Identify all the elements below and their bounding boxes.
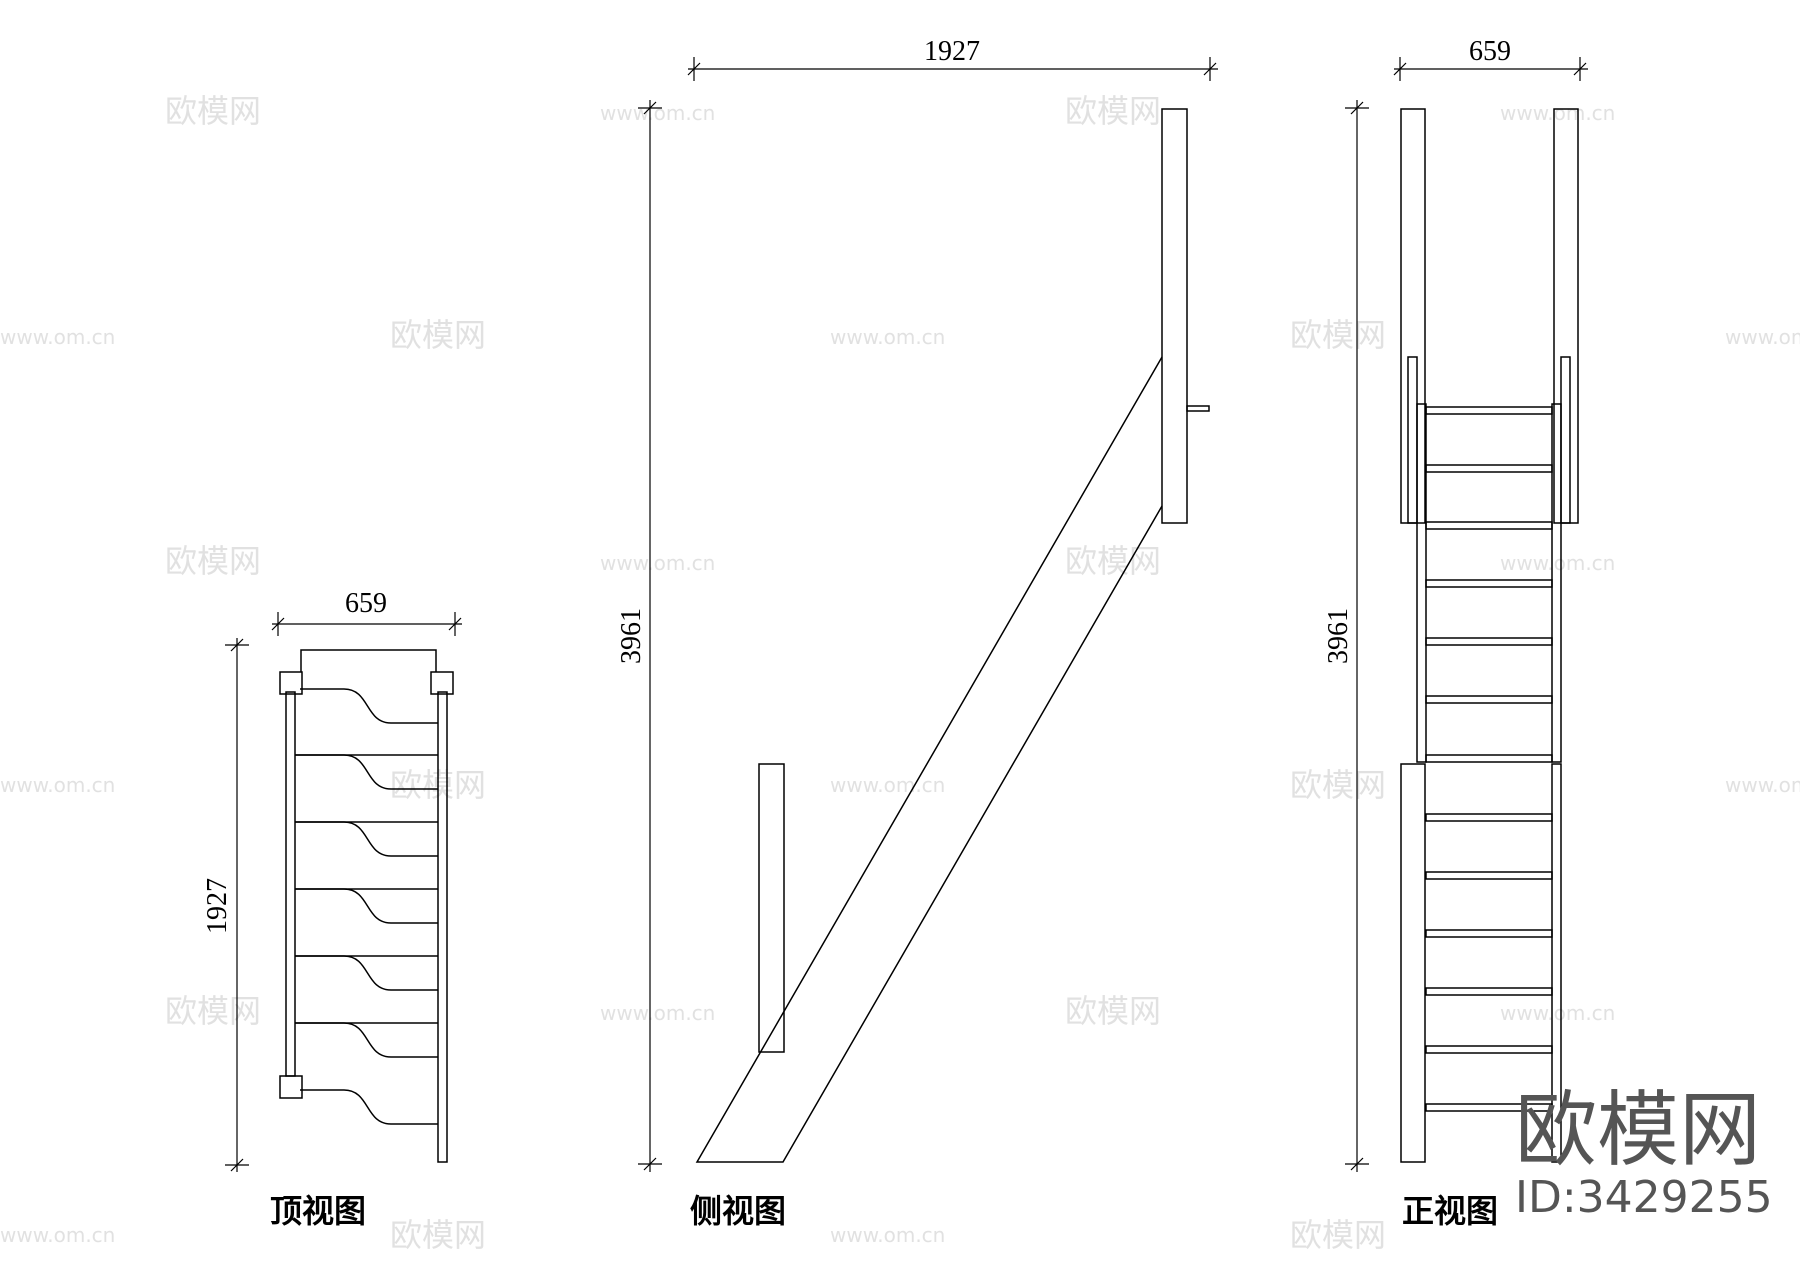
- top-connector: [300, 649, 437, 672]
- side-width-label: 1927: [924, 36, 980, 67]
- side-height-dimension: 3961: [616, 100, 662, 1172]
- lower-post: [758, 763, 785, 1053]
- watermark-brand: 欧模网: [165, 542, 261, 580]
- right-upper-post: [1553, 108, 1579, 524]
- watermark-url: www.om.cn: [0, 1223, 115, 1247]
- logo-id: ID:3429255: [1515, 1172, 1773, 1223]
- front-height-dimension: 3961: [1323, 100, 1369, 1172]
- inclined-stringer: [695, 356, 1163, 1163]
- watermark-brand: 欧模网: [390, 1216, 486, 1254]
- handle-tab: [1186, 405, 1210, 412]
- front-height-label: 3961: [1323, 608, 1354, 664]
- front-width-dimension: 659: [1393, 36, 1588, 81]
- watermark-brand: 欧模网: [1065, 542, 1161, 580]
- post-cap: [430, 671, 454, 695]
- front-rungs: [1425, 406, 1553, 1112]
- left-upper-post: [1400, 108, 1426, 524]
- right-handle-rail: [1560, 356, 1571, 524]
- top-view-caption: 顶视图: [270, 1192, 366, 1230]
- watermark-brand: 欧模网: [1290, 766, 1386, 804]
- front-view-caption: 正视图: [1402, 1192, 1498, 1230]
- top-width-dimension: 659: [271, 588, 462, 636]
- left-lower-post: [1400, 763, 1426, 1163]
- watermark-url: www.om.cn: [600, 551, 715, 575]
- watermark-url: www.om.cn: [1500, 1001, 1615, 1025]
- watermark-url: www.om.cn: [830, 773, 945, 797]
- post-cap: [279, 671, 303, 695]
- logo-watermark: 欧模网 ID:3429255: [1515, 1083, 1773, 1223]
- front-view: 659 3961: [1323, 36, 1588, 1230]
- watermark-brand: 欧模网: [165, 92, 261, 130]
- side-height-label: 3961: [616, 608, 647, 664]
- watermark-brand: 欧模网: [390, 316, 486, 354]
- front-width-label: 659: [1469, 36, 1511, 67]
- watermark-url: www.om.cn: [600, 1001, 715, 1025]
- watermark-url: www.om.cn: [1500, 551, 1615, 575]
- right-stringer: [437, 691, 448, 1163]
- watermark-brand: 欧模网: [1065, 992, 1161, 1030]
- top-view: 659 1927: [202, 588, 462, 1230]
- watermark-brand: 欧模网: [1065, 92, 1161, 130]
- logo-brand: 欧模网: [1515, 1083, 1761, 1178]
- watermark-brand: 欧模网: [165, 992, 261, 1030]
- top-length-label: 1927: [202, 878, 233, 934]
- side-view: 1927 3961 侧视图: [616, 36, 1218, 1230]
- upper-post: [1161, 108, 1188, 524]
- right-lower-stringer: [1551, 763, 1562, 1163]
- background-watermarks: 欧模网 www.om.cn 欧模网 www.om.cn www.om.cn 欧模…: [0, 92, 1800, 1254]
- left-stringer: [285, 691, 296, 1077]
- watermark-url: www.om.cn: [830, 1223, 945, 1247]
- top-width-label: 659: [345, 588, 387, 619]
- side-view-caption: 侧视图: [690, 1192, 786, 1230]
- top-steps: [295, 688, 438, 1125]
- side-width-dimension: 1927: [687, 36, 1218, 81]
- watermark-url: www.om.cn: [1500, 101, 1615, 125]
- watermark-url: www.om.cn: [1725, 773, 1800, 797]
- left-handle-rail: [1407, 356, 1418, 524]
- watermark-url: www.om.cn: [0, 773, 115, 797]
- watermark-url: www.om.cn: [600, 101, 715, 125]
- post-cap: [279, 1075, 303, 1099]
- watermark-url: www.om.cn: [0, 325, 115, 349]
- watermark-url: www.om.cn: [1725, 325, 1800, 349]
- top-length-dimension: 1927: [202, 638, 249, 1172]
- watermark-brand: 欧模网: [1290, 1216, 1386, 1254]
- watermark-brand: 欧模网: [1290, 316, 1386, 354]
- watermark-url: www.om.cn: [830, 325, 945, 349]
